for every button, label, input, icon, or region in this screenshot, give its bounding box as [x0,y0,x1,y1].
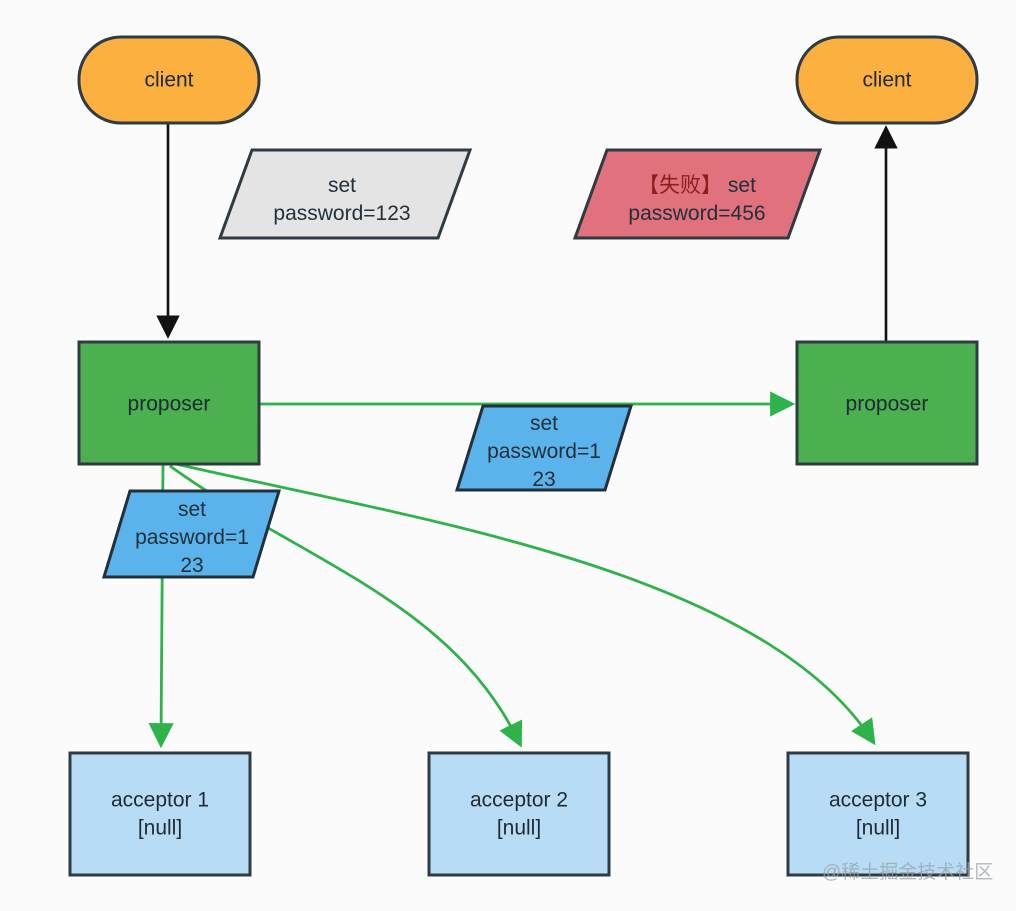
node-acceptor-3[interactable]: acceptor 3 [null] [786,751,970,877]
proposer-left-shape[interactable] [77,340,261,466]
note-set-password-123[interactable]: set password=123 [217,148,473,240]
message-left-line2: password=1 [135,526,249,549]
message-set-password-123-left[interactable]: set password=1 23 [101,489,282,579]
client-right-label: client [862,69,911,92]
acceptor-1-shape[interactable] [68,751,252,877]
message-right-line3: 23 [532,468,555,491]
note-gray-shape[interactable] [217,148,473,240]
acceptor-1-label: acceptor 1 [111,789,209,812]
node-client-left[interactable]: client [77,35,261,125]
message-set-password-123-right[interactable]: set password=1 23 [454,404,634,492]
message-right-line1: set [530,412,558,435]
client-left-label: client [144,69,193,92]
client-right-shape[interactable] [795,35,979,125]
message-right-line2: password=1 [487,440,601,463]
client-left-shape[interactable] [77,35,261,125]
proposer-right-label: proposer [846,393,929,416]
node-client-right[interactable]: client [795,35,979,125]
note-fail-set-password-456[interactable]: 【失败】 set password=456 [572,148,823,240]
node-proposer-left[interactable]: proposer [77,340,261,466]
node-proposer-right[interactable]: proposer [795,340,979,466]
node-acceptor-1[interactable]: acceptor 1 [null] [68,751,252,877]
proposer-left-label: proposer [128,393,211,416]
proposer-right-shape[interactable] [795,340,979,466]
acceptor-2-label: acceptor 2 [470,789,568,812]
note-gray-line1: set [328,174,356,197]
acceptor-2-shape[interactable] [427,751,611,877]
note-red-line1: 【失败】 set [638,174,756,197]
edge-proposer-left-to-acceptor-3 [175,462,876,746]
note-red-line2: password=456 [628,202,765,225]
note-red-shape[interactable] [572,148,823,240]
message-left-line1: set [178,498,206,521]
message-right-shape[interactable] [454,404,634,492]
note-red-rest: set [722,174,756,197]
node-acceptor-2[interactable]: acceptor 2 [null] [427,751,611,877]
acceptor-3-shape[interactable] [786,751,970,877]
acceptor-3-label: acceptor 3 [829,789,927,812]
message-left-line3: 23 [180,554,203,577]
acceptor-2-value: [null] [497,817,541,840]
note-gray-line2: password=123 [273,202,410,225]
note-red-fail-prefix: 【失败】 [638,174,722,197]
acceptor-1-value: [null] [138,817,182,840]
message-left-shape[interactable] [101,489,282,579]
acceptor-3-value: [null] [856,817,900,840]
watermark-label: @稀土掘金技术社区 [822,861,993,883]
